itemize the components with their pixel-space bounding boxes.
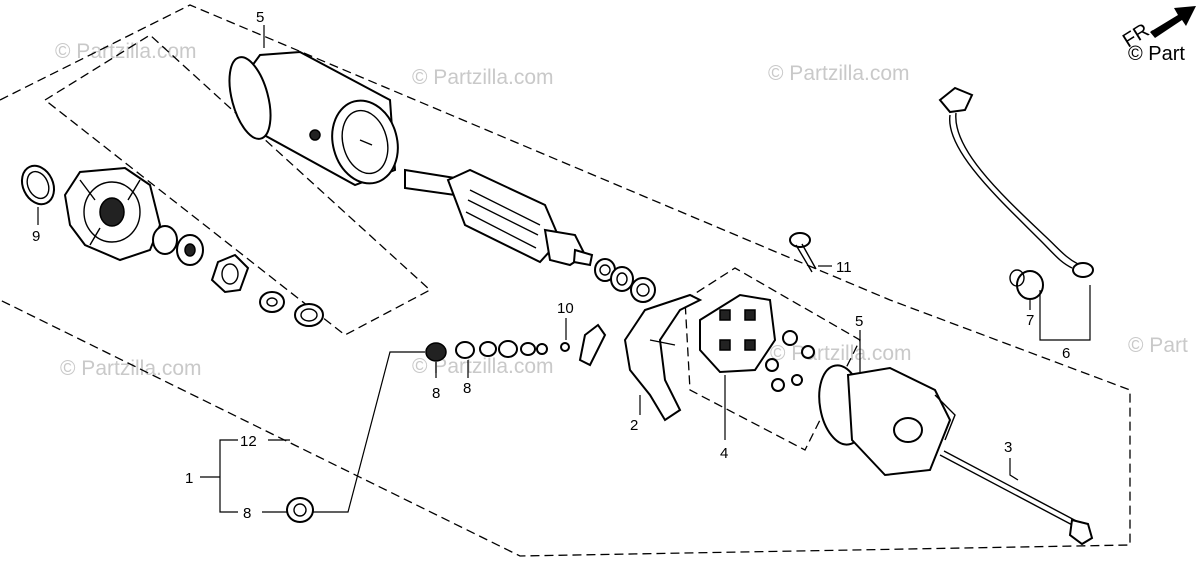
callout-11: 11 xyxy=(836,259,852,276)
callout-5-yoke: 5 xyxy=(256,9,264,26)
terminal-cap-part xyxy=(1009,269,1044,300)
watermark-text: © Partzilla.com xyxy=(412,355,554,378)
callout-8-left: 8 xyxy=(432,385,440,402)
starter-cable-part xyxy=(938,86,1094,278)
bolt-part xyxy=(789,232,817,273)
watermark-text: © Partzilla.com xyxy=(60,357,202,380)
brush-springs xyxy=(765,330,815,392)
callout-8-right: 8 xyxy=(463,380,471,397)
callout-8-bottom: 8 xyxy=(243,505,251,522)
callout-labels: 9 5 10 11 5 7 6 8 8 2 4 3 12 1 8 xyxy=(32,9,1070,522)
arrow-up-right-icon xyxy=(1150,6,1196,38)
watermark-corner-text: © Part xyxy=(1128,43,1185,65)
armature-part xyxy=(404,168,594,267)
callout-3: 3 xyxy=(1004,439,1012,456)
watermark-text: © Part xyxy=(1128,334,1188,357)
callout-6: 6 xyxy=(1062,345,1070,362)
callout-1: 1 xyxy=(185,470,193,487)
watermark-text: © Partzilla.com xyxy=(412,66,554,89)
flange-nut-part xyxy=(286,497,314,523)
watermarks: © Partzilla.com © Partzilla.com © Partzi… xyxy=(55,40,1188,380)
callout-2: 2 xyxy=(630,417,638,434)
main-assembly-boundary xyxy=(0,4,1131,557)
callout-10: 10 xyxy=(557,300,574,317)
assembly-boundaries xyxy=(0,4,1131,557)
through-bolt-part xyxy=(939,450,1094,546)
watermark-text: © Partzilla.com xyxy=(55,40,197,63)
callout-4: 4 xyxy=(720,445,728,462)
front-cover-part xyxy=(63,166,162,262)
callout-5-rear: 5 xyxy=(855,313,863,330)
brush-holder-part xyxy=(699,293,777,374)
direction-marker: FR. © Part xyxy=(1119,6,1196,65)
watermark-text: © Partzilla.com xyxy=(768,62,910,85)
yoke-housing-part xyxy=(228,50,399,187)
brush-holder-group-boundary xyxy=(684,267,861,451)
callout-7: 7 xyxy=(1026,312,1034,329)
nuts-and-washers-row xyxy=(425,340,570,362)
bearing-and-washers xyxy=(152,225,324,327)
callout-12: 12 xyxy=(240,433,257,450)
callout-9: 9 xyxy=(32,228,40,245)
brush-plate-part xyxy=(623,293,703,422)
rear-cover-part xyxy=(818,364,956,477)
o-ring-part xyxy=(20,164,56,206)
leader-lines xyxy=(37,25,1091,513)
bushing-part xyxy=(578,323,607,367)
armature-washers xyxy=(594,258,656,303)
